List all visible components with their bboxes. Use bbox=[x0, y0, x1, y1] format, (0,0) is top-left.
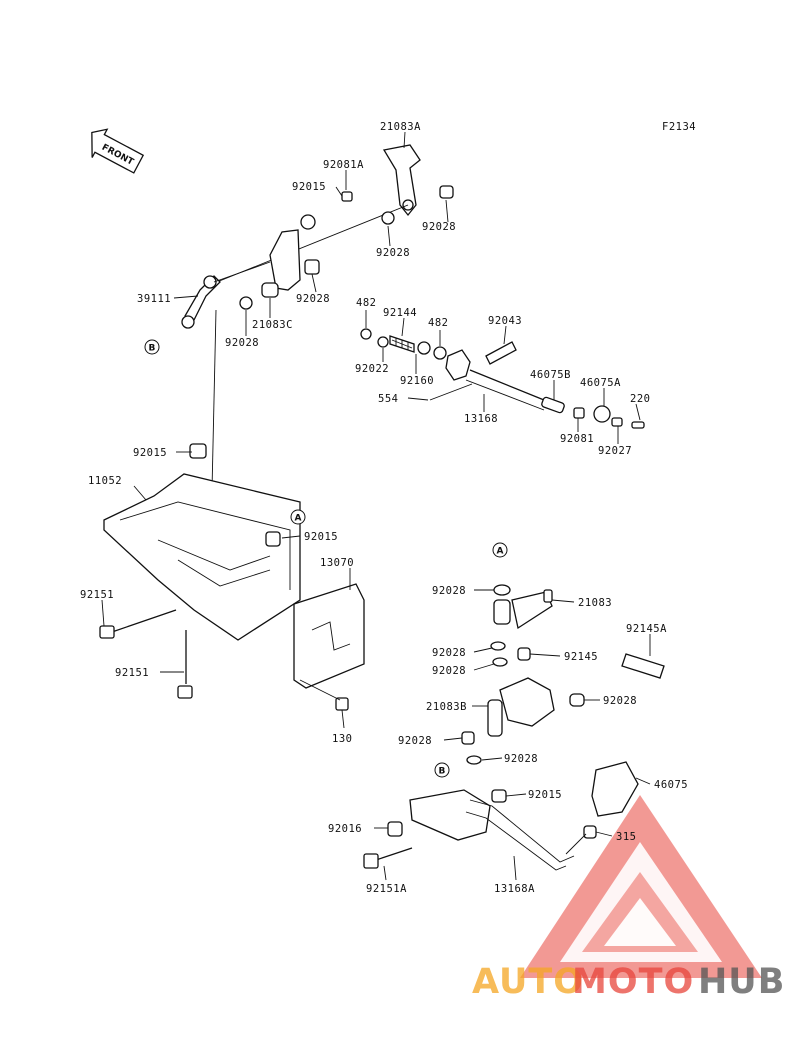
shift-shaft-art bbox=[360, 328, 645, 429]
part-label: 482 bbox=[428, 317, 448, 329]
part-label: 92081A bbox=[323, 159, 364, 171]
part-label: 21083 bbox=[578, 597, 612, 609]
part-label: 46075A bbox=[580, 377, 621, 389]
part-label: 21083A bbox=[380, 121, 421, 133]
part-label: 92028 bbox=[504, 753, 538, 765]
part-label: 92015 bbox=[133, 447, 167, 459]
figure-code: F2134 bbox=[662, 121, 696, 133]
part-label: 92015 bbox=[304, 531, 338, 543]
part-label: 92028 bbox=[422, 221, 456, 233]
svg-text:A: A bbox=[497, 547, 504, 557]
part-label: 92028 bbox=[225, 337, 259, 349]
part-label: 92028 bbox=[603, 695, 637, 707]
upper-linkage-art bbox=[181, 144, 454, 491]
part-label: 92028 bbox=[432, 647, 466, 659]
part-label: 130 bbox=[332, 733, 352, 745]
part-label: 39111 bbox=[137, 293, 171, 305]
part-label: 92151 bbox=[115, 667, 149, 679]
leader-lines bbox=[101, 131, 651, 881]
part-label: 92028 bbox=[398, 735, 432, 747]
pedal-assembly-art bbox=[363, 584, 665, 871]
logo-text-auto: AUTO bbox=[472, 962, 584, 1002]
callout-b-lower: B bbox=[434, 762, 450, 778]
logo-text-moto: MOTO bbox=[572, 962, 694, 1002]
part-label: 46075 bbox=[654, 779, 688, 791]
part-label: 92016 bbox=[328, 823, 362, 835]
part-label: 92081 bbox=[560, 433, 594, 445]
watermark-logo: AUTO MOTO HUB bbox=[472, 795, 785, 1002]
part-label: 554 bbox=[378, 393, 398, 405]
part-label: 92022 bbox=[355, 363, 389, 375]
part-label: 92015 bbox=[292, 181, 326, 193]
part-labels: 21083A 92081A 92015 92028 92028 39111 92… bbox=[80, 121, 688, 895]
part-label: 46075B bbox=[530, 369, 571, 381]
part-label: 92043 bbox=[488, 315, 522, 327]
part-label: 92028 bbox=[296, 293, 330, 305]
part-label: 21083C bbox=[252, 319, 293, 331]
part-label: 92145A bbox=[626, 623, 667, 635]
callout-a-upper: A bbox=[290, 509, 306, 525]
part-label: 13070 bbox=[320, 557, 354, 569]
part-label: 92028 bbox=[432, 585, 466, 597]
part-label: 13168 bbox=[464, 413, 498, 425]
part-label: 92144 bbox=[383, 307, 417, 319]
part-label: 482 bbox=[356, 297, 376, 309]
part-label: 315 bbox=[616, 831, 636, 843]
callout-a-lower: A bbox=[492, 542, 508, 558]
part-label: 92151 bbox=[80, 589, 114, 601]
svg-text:B: B bbox=[439, 767, 446, 777]
part-label: 92028 bbox=[376, 247, 410, 259]
part-label: 11052 bbox=[88, 475, 122, 487]
part-label: 220 bbox=[630, 393, 650, 405]
svg-text:A: A bbox=[295, 514, 302, 524]
part-label: 21083B bbox=[426, 701, 467, 713]
part-label: 92160 bbox=[400, 375, 434, 387]
part-label: 92028 bbox=[432, 665, 466, 677]
logo-text-hub: HUB bbox=[698, 962, 785, 1002]
front-arrow-icon: FRONT bbox=[91, 128, 145, 174]
callout-b-upper: B bbox=[144, 339, 160, 355]
part-label: 92015 bbox=[528, 789, 562, 801]
part-label: 92151A bbox=[366, 883, 407, 895]
part-label: 13168A bbox=[494, 883, 535, 895]
part-label: 92145 bbox=[564, 651, 598, 663]
part-label: 92027 bbox=[598, 445, 632, 457]
svg-text:B: B bbox=[149, 344, 156, 354]
frame-bracket-art bbox=[99, 443, 365, 711]
